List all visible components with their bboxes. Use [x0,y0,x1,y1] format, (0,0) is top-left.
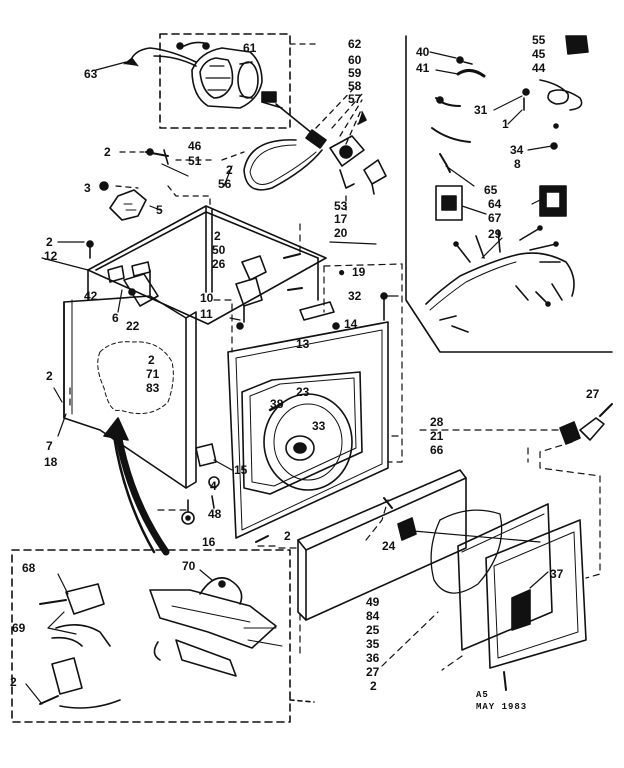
callout-22: 22 [126,319,140,333]
callout-16: 16 [202,535,216,549]
wiring-inset [405,35,613,353]
revision-date: MAY 1983 [476,702,528,712]
callout-63: 63 [84,67,98,81]
callout-7: 7 [46,439,53,453]
callout-2-bracket: 2 [214,229,221,243]
callout-26: 26 [212,257,226,271]
callout-21: 21 [430,429,444,443]
door-switch-right [559,403,613,445]
callout-1: 1 [502,117,509,131]
callout-15: 15 [234,463,248,477]
callout-51: 51 [188,154,202,168]
callout-59: 59 [348,66,362,80]
callout-18: 18 [44,455,58,469]
callout-44: 44 [532,61,546,75]
callout-40: 40 [416,45,430,59]
callout-62: 62 [348,37,362,51]
callout-36: 36 [366,651,380,665]
callout-2-side: 2 [46,369,53,383]
callout-61: 61 [243,41,257,55]
callout-69: 69 [12,621,26,635]
callout-49: 49 [366,595,380,609]
callout-3: 3 [84,181,91,195]
callout-71: 71 [146,367,160,381]
callout-32: 32 [348,289,362,303]
callout-48: 48 [208,507,222,521]
callout-pointers [25,51,553,705]
drive-belt [243,139,323,191]
callout-2-bolt-top: 2 [104,145,111,159]
leader-lines-top [115,43,363,211]
callout-10: 10 [200,291,214,305]
callout-58: 58 [348,79,362,93]
callout-55: 55 [532,33,546,47]
callout-24: 24 [382,539,396,553]
leader-lines-front [69,223,403,549]
callout-83: 83 [146,381,160,395]
callout-27-bottom: 27 [366,665,380,679]
callout-28: 28 [430,415,444,429]
callout-60: 60 [348,53,362,67]
callout-27-top: 27 [586,387,600,401]
bottom-left-inset [11,549,315,723]
callout-41: 41 [416,61,430,75]
callout-35: 35 [366,637,380,651]
callout-20: 20 [334,226,348,240]
callout-13: 13 [296,337,310,351]
callout-70: 70 [182,559,196,573]
callout-84: 84 [366,609,380,623]
callout-19: 19 [352,265,366,279]
callout-50: 50 [212,243,226,257]
callout-56: 56 [218,177,232,191]
callout-2-inset: 2 [148,353,155,367]
callout-2-front: 2 [284,529,291,543]
cabinet-frame [63,205,327,525]
callout-2-bottom: 2 [370,679,377,693]
callout-33: 33 [312,419,326,433]
callout-68: 68 [22,561,36,575]
callout-8: 8 [514,157,521,171]
callout-2-belt: 2 [226,163,233,177]
callout-64: 64 [488,197,502,211]
callout-5: 5 [156,203,163,217]
callout-17: 17 [334,212,348,226]
callout-23: 23 [296,385,310,399]
callout-65: 65 [484,183,498,197]
callout-2-inset-bottom: 2 [10,675,17,689]
leader-lines-right [299,429,601,671]
callout-25: 25 [366,623,380,637]
callout-29: 29 [488,227,502,241]
callout-31: 31 [474,103,488,117]
small-hardware-left [99,148,169,221]
revision-code: A5 [476,690,489,700]
front-panel [227,292,389,543]
callout-14: 14 [344,317,358,331]
callout-53: 53 [334,199,348,213]
callout-38: 38 [270,397,284,411]
motor-assembly [123,33,327,149]
callout-34: 34 [510,143,524,157]
callout-67: 67 [488,211,502,225]
toe-kick-panel [297,469,587,691]
callout-37: 37 [550,567,564,581]
pointer-arrow [103,417,170,556]
callout-19-dot: ● [338,265,346,279]
callout-6: 6 [112,311,119,325]
callout-12: 12 [44,249,58,263]
callout-11: 11 [200,307,213,321]
callout-66: 66 [430,443,444,457]
callout-46: 46 [188,139,202,153]
callout-57: 57 [348,92,362,106]
callout-42: 42 [84,289,98,303]
idler-assembly [329,111,387,195]
callout-45: 45 [532,47,546,61]
callout-4: 4 [210,479,217,493]
callout-2-cabinet: 2 [46,235,53,249]
